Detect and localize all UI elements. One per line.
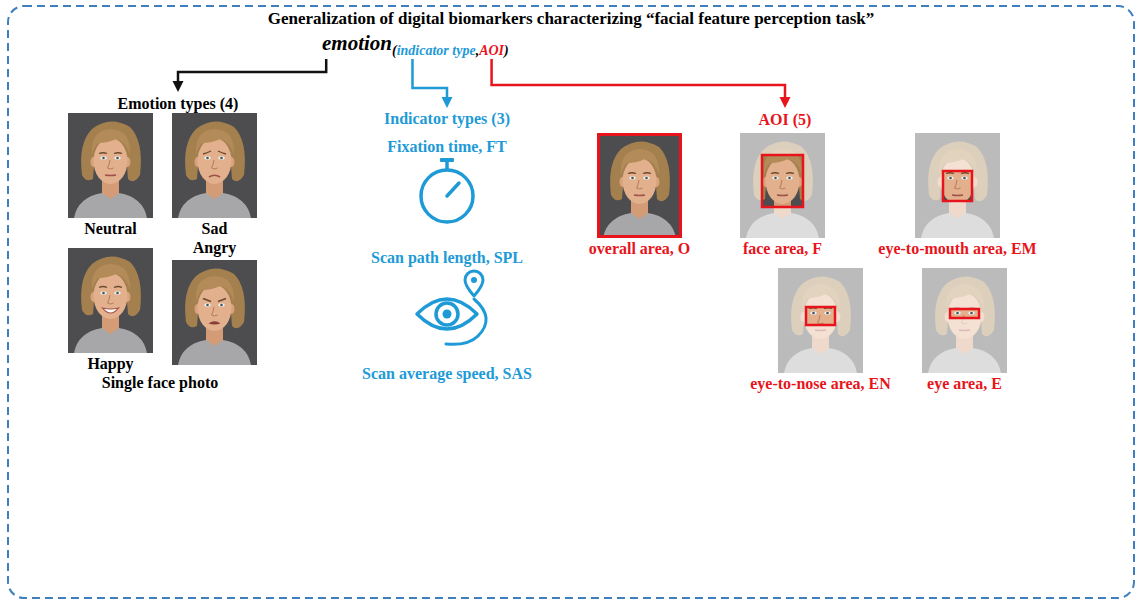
text-holder: AOI (5) (759, 111, 812, 129)
label-text: Happy (87, 355, 133, 373)
aoi-photo (740, 133, 825, 238)
face-photo-node: Neutral (68, 113, 153, 218)
caption-holder: face area, F (743, 240, 822, 258)
caption-holder: eye-to-nose area, EN (750, 375, 891, 393)
label-text: ) (504, 43, 509, 58)
formula-expression: emotion(indicator type,AOI) (322, 31, 509, 59)
title-holder: Generalization of digital biomarkers cha… (0, 9, 1142, 29)
category-group: Emotion types (4) Single face photo Neutra… (55, 92, 270, 396)
aoi-photo-node: eye area, E (922, 268, 1007, 373)
face-photo-node: Happy (68, 248, 153, 353)
caption-holder: eye area, E (927, 375, 1002, 393)
indicator-item: Fixation time, FT (383, 136, 511, 158)
face-photo-node: Sad (172, 113, 257, 218)
label-text: eye-to-mouth area, EM (878, 240, 1036, 258)
aoi-photo (778, 268, 863, 373)
caption-holder: Sad (202, 220, 228, 238)
caption-holder: overall area, O (589, 240, 690, 258)
caption-holder: eye-to-mouth area, EM (878, 240, 1036, 258)
label-text: Scan average speed, SAS (362, 365, 532, 383)
label-text: ( (392, 43, 397, 58)
text-holder: Single face photo (102, 374, 218, 392)
aoi-photo-node: eye-to-mouth area, EM (915, 133, 1000, 238)
stopwatch-icon (421, 158, 473, 222)
dashed-frame (8, 6, 1134, 598)
connector-arrow (178, 59, 326, 83)
label-text: AOI (479, 43, 504, 58)
label-text: AOI (5) (759, 111, 812, 129)
label-text: Angry (193, 239, 237, 257)
label-text: overall area, O (589, 240, 690, 258)
face-photo-node: Angry (172, 260, 257, 365)
label-text: emotion (322, 31, 392, 55)
connector-group (412, 59, 452, 108)
caption-holder: Angry (193, 239, 237, 257)
indicator-item: Scan average speed, SAS (358, 363, 536, 385)
aoi-photo (597, 133, 682, 238)
label-text: Indicator types (3) (384, 110, 510, 128)
connector-arrow (412, 59, 447, 99)
connector-group (173, 59, 327, 92)
label-text: eye-to-nose area, EN (750, 375, 891, 393)
aoi-photo-node: overall area, O (597, 133, 682, 238)
diagram-title: Generalization of digital biomarkers cha… (268, 9, 875, 29)
aoi-photo (922, 268, 1007, 373)
connector-arrow (492, 59, 785, 99)
indicator-item: Scan path length, SPL (367, 247, 527, 269)
aoi-photo-node: eye-to-nose area, EN (778, 268, 863, 373)
text-holder: Indicator types (3) (384, 110, 510, 128)
label-text: Sad (202, 220, 228, 238)
label-text: eye area, E (927, 375, 1002, 393)
label-text: indicator type (397, 43, 476, 58)
caption-holder: Happy (87, 355, 133, 373)
category-group: AOI (5) overall area, O face area, F eye-to… (560, 108, 1060, 408)
label-text: , (476, 43, 480, 58)
eye-path-icon (417, 271, 486, 344)
arrowhead (780, 97, 791, 108)
label-text: Scan path length, SPL (371, 249, 523, 267)
aoi-photo-node: face area, F (740, 133, 825, 238)
category-group: Indicator types (3) Fixation time, FT Scan… (342, 108, 552, 390)
aoi-photo (915, 133, 1000, 238)
label-text: Emotion types (4) (118, 95, 239, 113)
connector-group (492, 59, 791, 108)
text-holder: Emotion types (4) (118, 95, 239, 113)
face-photo (68, 113, 153, 218)
label-text: Single face photo (102, 374, 218, 392)
caption-holder: Neutral (84, 220, 136, 238)
arrowhead (442, 97, 453, 108)
label-text: Neutral (84, 220, 136, 238)
face-photo (172, 260, 257, 365)
label-text: Fixation time, FT (387, 138, 507, 156)
arrowhead (173, 81, 184, 92)
label-text: face area, F (743, 240, 822, 258)
face-photo (68, 248, 153, 353)
face-photo (172, 113, 257, 218)
